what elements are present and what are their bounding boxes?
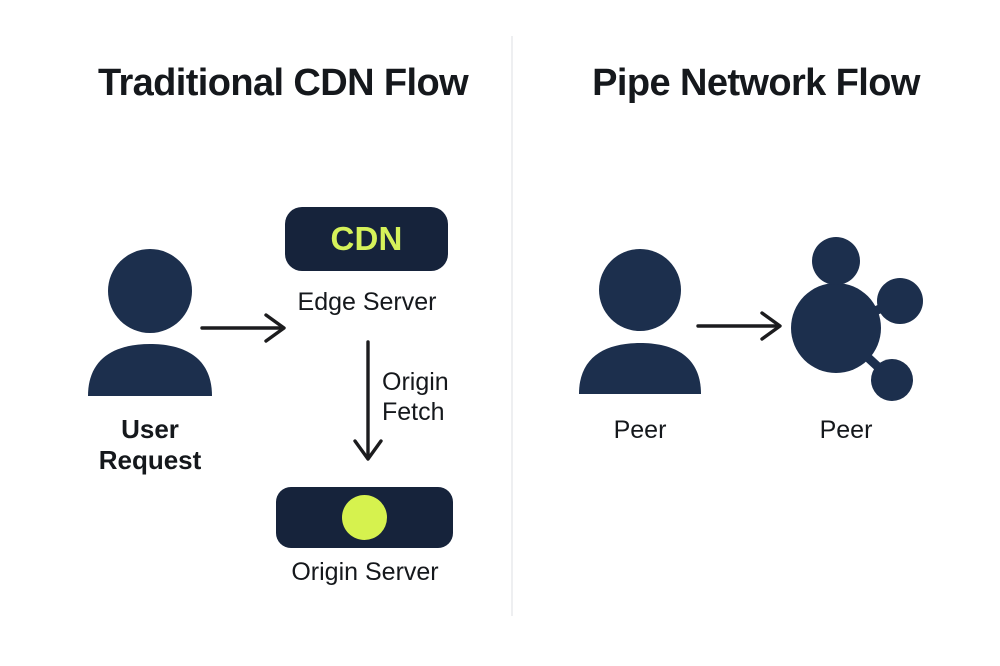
user-request-label: User Request (98, 414, 202, 475)
network-nodes-icon (791, 237, 923, 401)
peer-source-label: Peer (613, 416, 667, 444)
arrow-right-icon (696, 311, 782, 341)
arrow-right-icon (200, 313, 286, 343)
edge-server-box: CDN (285, 207, 448, 271)
origin-fetch-label: Origin Fetch (382, 368, 449, 426)
left-panel-title: Traditional CDN Flow (97, 62, 469, 104)
right-panel-title: Pipe Network Flow (592, 62, 920, 104)
user-icon (88, 249, 212, 396)
user-icon (579, 249, 701, 394)
arrow-down-icon (353, 340, 383, 461)
origin-server-label: Origin Server (291, 558, 439, 586)
cdn-badge-label: CDN (330, 220, 403, 257)
peer-network-label: Peer (819, 416, 873, 444)
panel-divider (511, 36, 513, 616)
status-dot-icon (342, 495, 387, 540)
edge-server-label: Edge Server (297, 288, 437, 316)
origin-server-box (276, 487, 453, 548)
